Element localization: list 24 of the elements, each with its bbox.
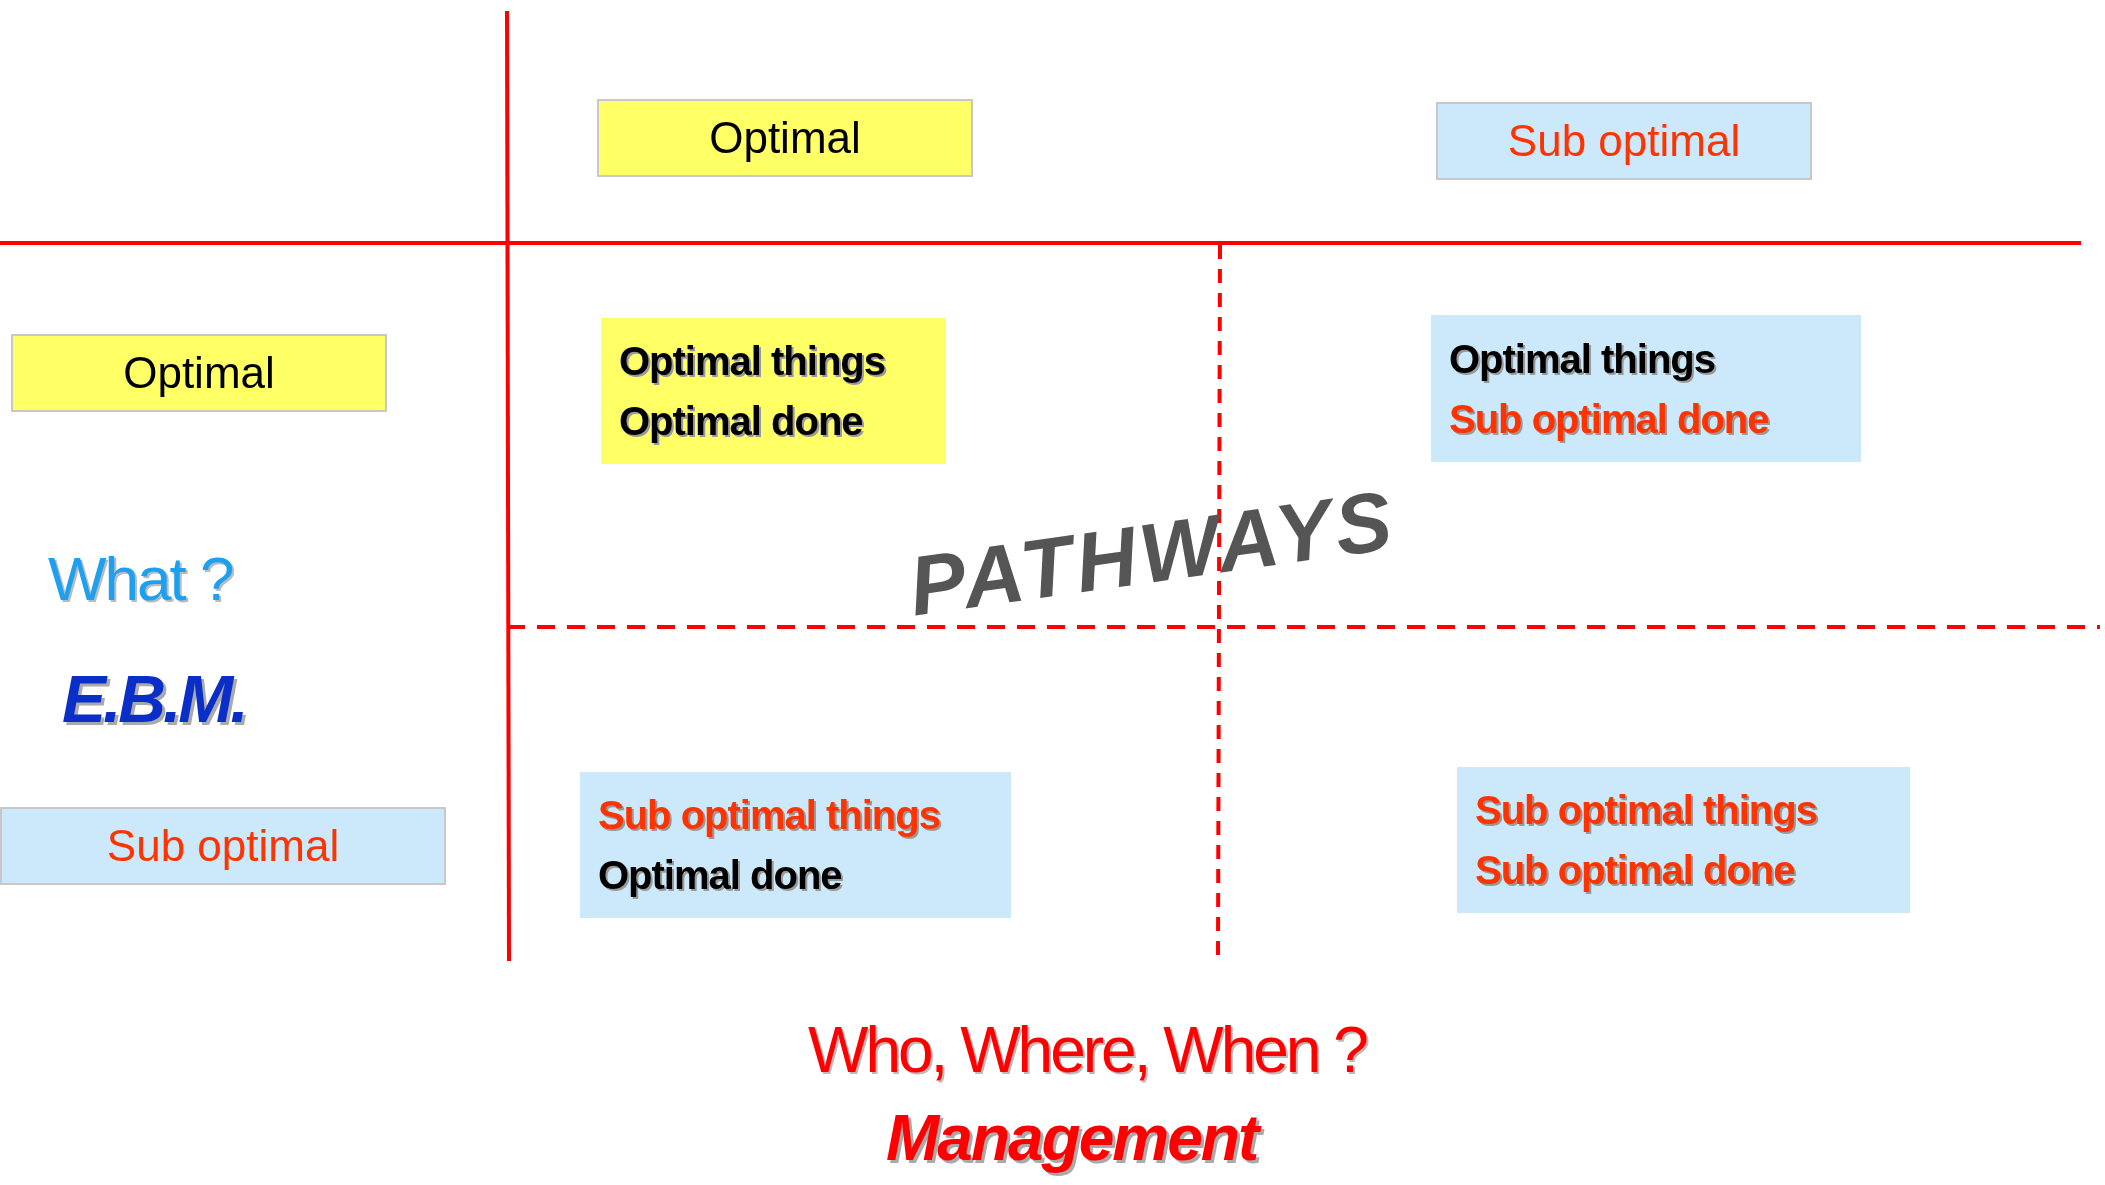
box-text: Sub optimal — [1507, 119, 1741, 163]
box-text: Sub optimal done — [1449, 395, 1770, 443]
box-text: Optimal things — [1449, 335, 1716, 383]
box-text: Optimal done — [619, 398, 864, 445]
quadrant-box — [601, 318, 946, 464]
box-text: Sub optimal — [106, 824, 340, 868]
quadrant-box — [1457, 767, 1910, 913]
quadrant-box — [580, 772, 1011, 918]
header-box — [1436, 102, 1812, 180]
box-text: Optimal things — [619, 338, 886, 385]
heading-text: E.B.M. — [62, 666, 246, 732]
box-text: Optimal — [123, 351, 275, 395]
box-text: Sub optimal things — [1475, 787, 1818, 834]
heading-text: What ? — [48, 548, 233, 610]
heading-text: Who, Where, When ? — [808, 1018, 1366, 1082]
header-box — [597, 99, 973, 177]
quadrant-box — [1431, 315, 1861, 462]
header-box — [11, 334, 387, 412]
box-text: Optimal done — [598, 852, 843, 899]
box-text: Optimal — [709, 116, 861, 160]
box-text: Sub optimal done — [1475, 847, 1796, 894]
watermark-text: PATHWAYS — [904, 477, 1401, 629]
box-text: Sub optimal things — [598, 792, 941, 839]
header-box — [0, 807, 446, 885]
